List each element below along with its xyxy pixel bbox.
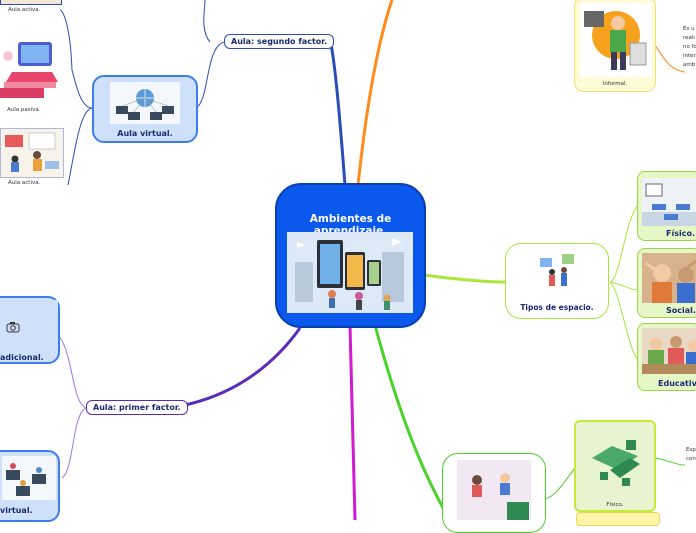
branch-connectors <box>59 0 686 520</box>
central-topic[interactable]: Ambientes de aprendizaje. <box>275 183 426 328</box>
esp-description: Esp con <box>686 447 696 462</box>
social-node[interactable]: Social. <box>637 248 696 318</box>
fisico-label: Físico. <box>666 229 695 238</box>
bottom-partial-image <box>457 460 531 520</box>
segundo-factor-node[interactable]: Aula: segundo factor. <box>224 34 335 49</box>
aula-activa-top-image <box>0 0 62 5</box>
fisico-small-label: Físico. <box>606 502 624 508</box>
aula-virtual-label: Aula virtual. <box>117 129 173 138</box>
educativo-node[interactable]: Educativo. <box>637 323 696 391</box>
aula-pasiva-image <box>0 34 60 104</box>
social-image <box>642 253 696 303</box>
bottom-partial-node[interactable] <box>442 453 546 533</box>
fisico-node[interactable]: Físico. <box>637 171 696 241</box>
tipos-espacio-node[interactable]: Tipos de espacio. <box>505 243 609 319</box>
tipos-espacio-label: Tipos de espacio. <box>520 303 594 312</box>
primer-factor-node[interactable]: Aula: primer factor. <box>86 400 188 415</box>
informal-node[interactable]: Informal. <box>574 0 656 92</box>
fisico-small-image <box>586 428 644 498</box>
aula-virtual-bottom-node[interactable]: virtual. <box>0 450 60 522</box>
learning-environment-illustration <box>287 232 413 313</box>
camera-icon <box>6 318 20 337</box>
fisico-image <box>642 178 696 226</box>
aula-pasiva-label: Aula pasiva. <box>7 107 41 113</box>
virtual-classroom-image <box>2 456 56 500</box>
aula-tradicional-node[interactable]: adicional. <box>0 296 60 364</box>
informal-label: Informal. <box>602 81 628 87</box>
tipos-espacio-image <box>536 252 580 292</box>
aula-activa-bottom-image <box>0 128 64 178</box>
aula-virtual-node[interactable]: Aula virtual. <box>92 75 198 143</box>
informal-image <box>580 3 652 77</box>
educativo-image <box>642 328 696 374</box>
informal-description: Es u reali no fo inter amb <box>683 26 696 68</box>
fisico-small-node[interactable]: Físico. <box>574 420 656 512</box>
aula-activa-bottom-label: Aula activa. <box>8 180 41 186</box>
educativo-label: Educativo. <box>658 379 696 388</box>
aula-virtual-bottom-label: virtual. <box>0 506 33 515</box>
bottom-partial-yellow-node[interactable] <box>576 512 660 526</box>
aula-activa-top-label: Aula activa. <box>8 7 41 13</box>
aula-tradicional-label: adicional. <box>0 353 44 362</box>
virtual-network-image <box>110 82 180 124</box>
social-label: Social. <box>666 306 696 315</box>
